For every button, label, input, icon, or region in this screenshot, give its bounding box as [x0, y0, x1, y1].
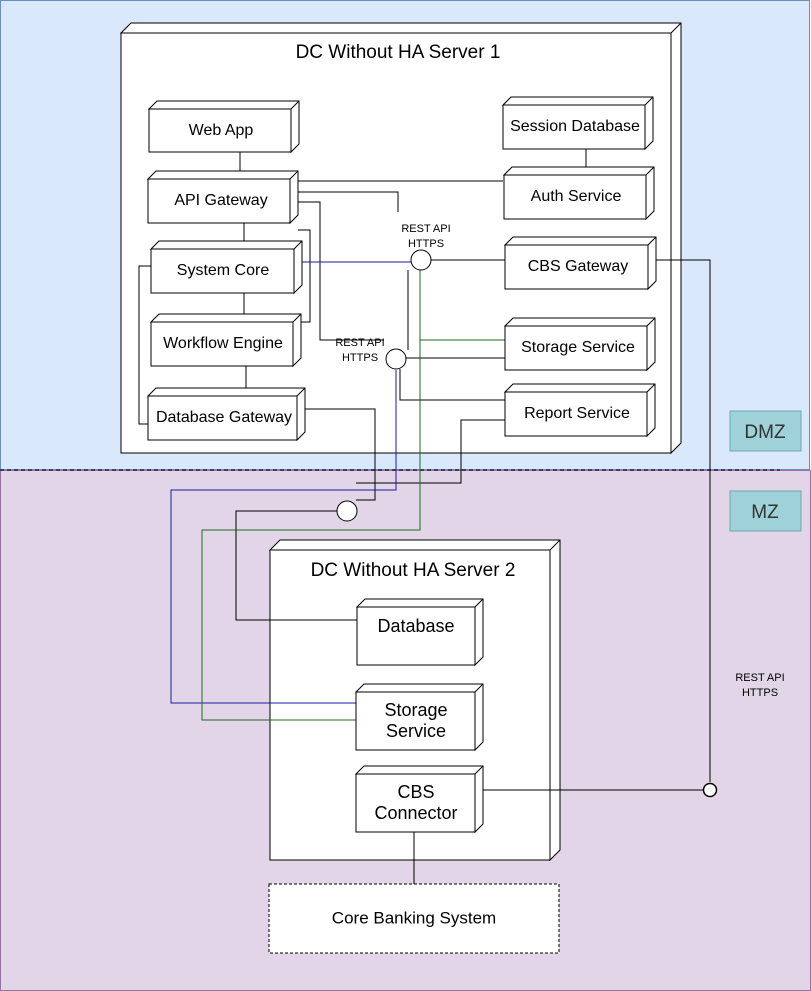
rest-api-3-line1: REST API [735, 672, 784, 684]
cbs-gateway-label: CBS Gateway [528, 258, 628, 275]
cbs-connector-label-line2: Connector [374, 803, 457, 823]
core-banking-system-label: Core Banking System [332, 908, 496, 927]
api-gateway-label: API Gateway [174, 192, 267, 209]
report-service-label: Report Service [524, 405, 630, 422]
dmz-label: DMZ [744, 422, 786, 443]
green-link [201, 270, 505, 721]
rest-api-1-line2: HTTPS [408, 238, 444, 250]
rest-api-interface-1[interactable]: REST API HTTPS [401, 223, 451, 271]
rest-api-1-line1: REST API [401, 223, 450, 235]
auth-service-label: Auth Service [531, 188, 622, 205]
node-cbs-connector[interactable]: CBS Connector [354, 765, 484, 834]
database-gateway-label: Database Gateway [156, 409, 292, 426]
cbs-connector-label-line1: CBS [397, 782, 434, 802]
node-storage-service-1[interactable]: Storage Service [503, 317, 656, 372]
rest-api-3-line2: HTTPS [742, 687, 778, 699]
storage-service-2-label-line2: Service [386, 721, 446, 741]
session-database-label: Session Database [510, 118, 640, 135]
node-web-app[interactable]: Web App [147, 100, 300, 154]
rest-api-interface-3[interactable]: REST API HTTPS [702, 672, 785, 798]
node-report-service[interactable]: Report Service [503, 383, 656, 438]
node-api-gateway[interactable]: API Gateway [146, 170, 299, 225]
system-core-label: System Core [177, 262, 270, 279]
node-session-database[interactable]: Session Database [501, 96, 654, 151]
storage-service-1-label: Storage Service [521, 339, 635, 356]
rest-api-2-line1: REST API [335, 337, 384, 349]
dmz-badge: DMZ [729, 410, 802, 452]
connectors [138, 149, 711, 884]
core-banking-system[interactable]: Core Banking System [268, 883, 560, 954]
database-label: Database [377, 616, 454, 636]
node-database[interactable]: Database [355, 598, 484, 667]
workflow-engine-label: Workflow Engine [163, 335, 283, 352]
storage-service-2-label-line1: Storage [384, 700, 447, 720]
node-system-core[interactable]: System Core [149, 240, 303, 295]
web-app-label: Web App [189, 122, 254, 139]
mz-badge: MZ [729, 490, 802, 532]
node-storage-service-2[interactable]: Storage Service [354, 683, 484, 752]
node-auth-service[interactable]: Auth Service [502, 166, 655, 221]
interface-hub[interactable] [336, 500, 358, 522]
mz-label: MZ [751, 502, 779, 523]
blue-link [170, 261, 411, 704]
node-cbs-gateway[interactable]: CBS Gateway [503, 236, 657, 291]
node-workflow-engine[interactable]: Workflow Engine [149, 313, 302, 368]
node-database-gateway[interactable]: Database Gateway [146, 387, 306, 442]
rest-api-interface-2[interactable]: REST API HTTPS [335, 337, 407, 370]
rest-api-2-line2: HTTPS [342, 352, 378, 364]
server2-title: DC Without HA Server 2 [311, 560, 516, 581]
server1-title: DC Without HA Server 1 [296, 42, 501, 63]
